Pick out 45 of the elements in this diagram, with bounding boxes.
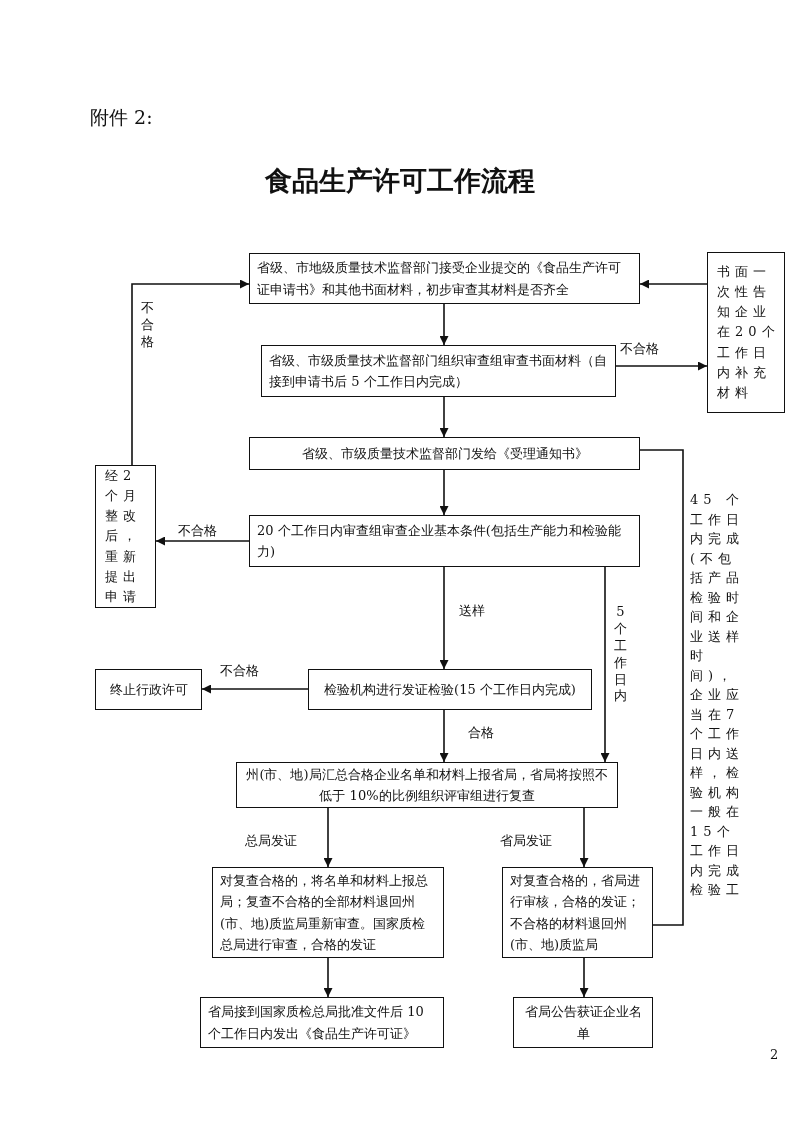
box-text: 终止行政许可 [109, 680, 188, 699]
box-text: 省级、市级质量技术监督部门组织审查组审查书面材料（自接到申请书后 5 个工作日内完成） [269, 351, 608, 391]
process-box [200, 997, 444, 1048]
box-text: 省级、市地级质量技术监督部门接受企业提交的《食品生产许可证申请书》和其他书面材料，初步审查其材料是否齐全 [257, 259, 622, 299]
arrow [323, 807, 333, 868]
process-box [95, 465, 156, 608]
process-box [308, 669, 592, 710]
arrow [439, 566, 449, 670]
box-text: 省级、市级质量技术监督部门发给《受理通知书》 [301, 444, 588, 463]
arrow [439, 709, 449, 763]
box-text: 经2个月整改后，重新提出申请 [105, 467, 142, 606]
process-box [513, 997, 653, 1048]
arrow [600, 566, 610, 763]
box-text: 书面一次性告知企业在20个工作日内补充材料 [717, 263, 780, 402]
process-box [249, 253, 640, 304]
arrow [323, 957, 333, 998]
arrow [579, 957, 589, 998]
box-text: 检验机构进行发证检验(15 个工作日内完成) [324, 680, 576, 699]
arrow [439, 303, 449, 346]
process-box [212, 867, 444, 958]
process-box [249, 515, 640, 567]
arrow [579, 807, 589, 868]
box-text: 省局接到国家质检总局批准文件后 10 个工作日内发出《食品生产许可证》 [208, 1003, 425, 1043]
box-text: 省局公告获证企业名单 [523, 1003, 643, 1043]
page-number: 2 [770, 1047, 779, 1062]
attachment-label: 附件 2: [90, 105, 153, 130]
arrow [155, 536, 250, 546]
arrow [615, 361, 708, 371]
process-box [502, 867, 653, 958]
edge-label: 不合格 [141, 300, 154, 351]
arrow [639, 279, 708, 289]
box-text: 对复查合格的，省局进行审核，合格的发证；不合格的材料退回州(市、地)质监局 [510, 871, 641, 954]
arrow [201, 684, 309, 694]
process-box [236, 762, 618, 808]
process-box [95, 669, 202, 710]
box-text: 对复查合格的，将名单和材料上报总局；复查不合格的全部材料退回州(市、地)质监局重新审查。国家质检总局进行审查，合格的发证 [220, 871, 429, 954]
process-box [249, 437, 640, 470]
arrow [439, 469, 449, 516]
box-text: 州(市、地)局汇总合格企业名单和材料上报省局，省局将按照不低于 10%的比例组织评审组进行复查 [245, 765, 609, 805]
process-box [261, 345, 616, 397]
box-text: 20 个工作日内审查组审查企业基本条件(包括生产能力和检验能力) [257, 521, 622, 561]
arrow [439, 396, 449, 438]
process-box [707, 252, 785, 413]
arrow [131, 279, 250, 466]
diagram-title: 食品生产许可工作流程 [264, 164, 536, 198]
